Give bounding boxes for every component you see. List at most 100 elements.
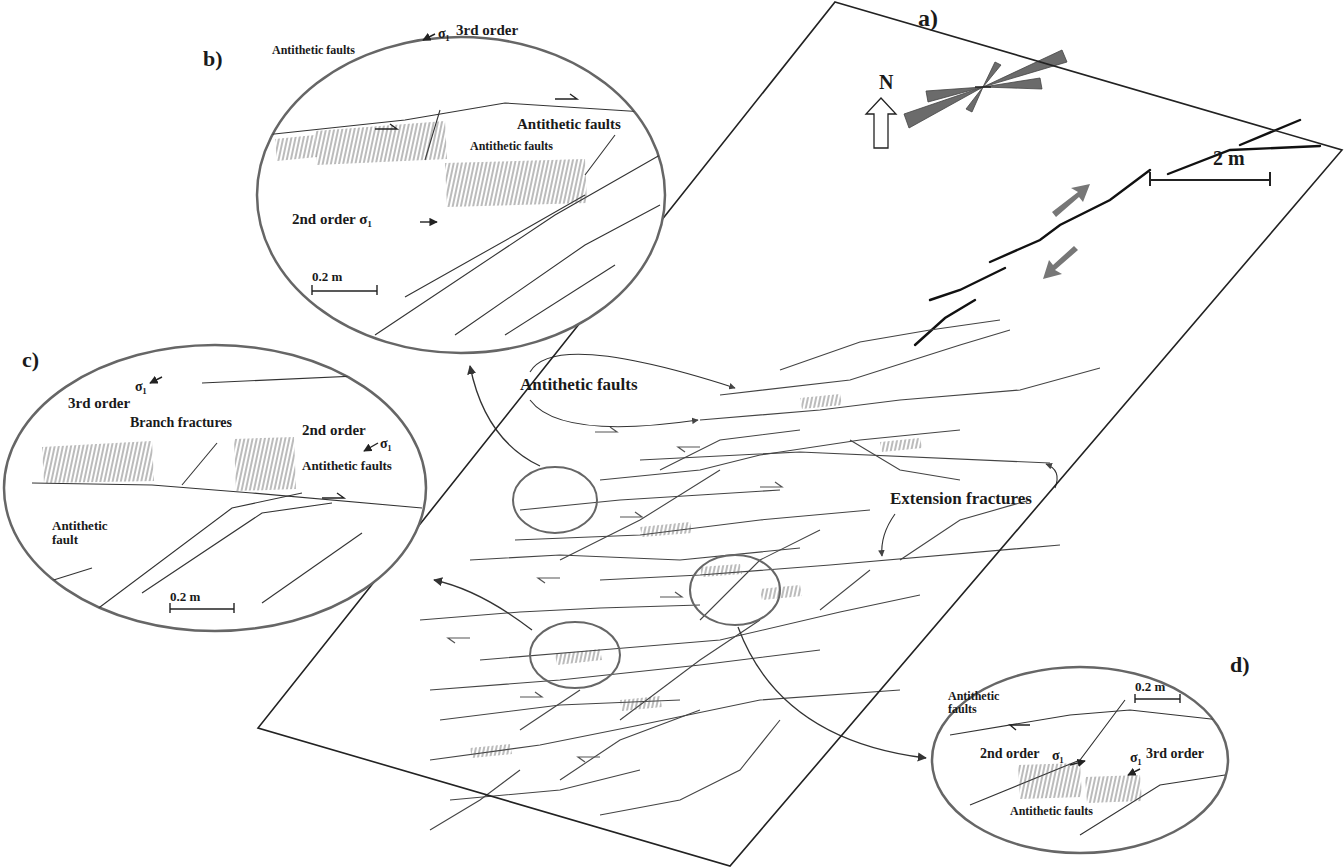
annotation-label: Antithetic faults — [1010, 805, 1093, 818]
fault-drawing — [530, 400, 698, 427]
fault-drawing — [470, 744, 512, 758]
fault-drawing — [311, 285, 312, 295]
fault-drawing — [950, 700, 1225, 835]
fault-drawing — [578, 757, 600, 762]
annotation-label: a) — [918, 6, 938, 31]
fault-drawing — [315, 121, 447, 165]
fault-drawing — [480, 595, 920, 660]
fault-drawing — [312, 34, 577, 295]
fault-drawing — [312, 290, 377, 291]
fault-drawing — [560, 470, 720, 560]
fault-drawing — [538, 578, 560, 583]
fault-drawing — [258, 2, 1342, 866]
fault-drawing — [42, 441, 154, 483]
annotation-label: 3rd order — [456, 23, 518, 39]
annotation-label: 2nd order σ₁ — [292, 212, 372, 228]
fault-drawing — [265, 103, 660, 135]
annotation-label: σ₁ — [1052, 749, 1064, 764]
fault-drawing — [1043, 246, 1078, 279]
fault-drawing — [92, 493, 302, 613]
fault-drawing — [448, 638, 470, 643]
fault-drawing — [520, 690, 580, 730]
fault-drawing — [880, 438, 922, 452]
fault-drawing — [1080, 775, 1225, 835]
fault-drawing — [760, 482, 782, 487]
fault-drawing — [866, 98, 896, 148]
annotation-label: Antithetic faults — [948, 690, 1018, 715]
fault-drawing — [513, 467, 597, 533]
fault-drawing — [966, 87, 983, 112]
fault-drawing — [1240, 120, 1300, 145]
fault-drawing — [1179, 694, 1180, 703]
fault-drawing — [1010, 725, 1030, 730]
fault-drawing — [1070, 761, 1085, 765]
fault-drawing — [513, 467, 780, 688]
fault-drawing — [234, 437, 296, 491]
fault-drawing — [930, 268, 1005, 300]
fault-drawing — [738, 627, 926, 758]
fault-drawing — [660, 592, 682, 597]
fault-drawing — [1135, 698, 1180, 699]
fault-drawing — [434, 366, 926, 758]
fault-drawing — [600, 720, 780, 815]
annotation-label: Antithetic faults — [272, 44, 355, 57]
annotation-label: Antithetic faults — [470, 140, 553, 153]
fault-drawing — [983, 62, 1001, 87]
fault-drawing — [800, 394, 842, 409]
fault-drawing — [12, 373, 422, 613]
fault-drawing — [690, 555, 780, 625]
annotation-label: 2 m — [1213, 148, 1245, 169]
fault-drawing — [640, 452, 1050, 463]
fault-drawing — [882, 514, 895, 556]
fault-drawing — [515, 510, 870, 540]
fault-drawing — [640, 522, 692, 537]
fault-drawing — [660, 430, 800, 470]
panel-letter: b) — [203, 47, 223, 70]
fault-drawing — [560, 710, 700, 780]
fault-drawing — [275, 135, 317, 161]
fault-drawing — [600, 430, 960, 480]
fault-drawing — [470, 394, 922, 758]
fault-drawing — [520, 692, 542, 697]
enlargement-d: d)Antithetic faults0.2 m2nd orderσ₁σ₁3rd… — [930, 665, 1230, 855]
annotation-label: Branch fractures — [130, 416, 232, 431]
panel-letter: d) — [1230, 653, 1250, 676]
annotation-label: 2nd order — [980, 747, 1040, 762]
fault-drawing — [1010, 694, 1180, 775]
fault-drawing — [420, 221, 437, 222]
annotation-label: 3rd order — [68, 396, 130, 412]
fault-drawing — [990, 170, 1150, 262]
fault-drawing — [1150, 179, 1270, 181]
fault-drawing — [620, 512, 642, 517]
fault-drawing — [700, 368, 1100, 420]
fault-drawing — [255, 35, 667, 355]
fault-drawing — [170, 608, 234, 609]
fault-drawing — [445, 159, 587, 207]
fault-drawing — [434, 580, 532, 630]
fault-drawing — [700, 564, 742, 577]
enlargement-b: b)Antithetic faultsσ₁3rd orderAntithetic… — [255, 35, 667, 355]
fault-drawing — [376, 285, 377, 295]
fault-drawing — [975, 86, 991, 88]
fault-drawing — [375, 155, 660, 335]
fault-drawing — [322, 493, 344, 498]
fault-drawing — [1018, 763, 1082, 799]
fault-drawing — [423, 34, 435, 40]
annotation-label: σ₁ — [1130, 751, 1142, 766]
fault-drawing — [420, 605, 700, 620]
fault-drawing — [182, 443, 217, 485]
fault-drawing — [1128, 769, 1140, 775]
fault-drawing — [585, 135, 615, 175]
annotation-label: Extension fractures — [890, 490, 1032, 508]
fault-drawing — [1018, 763, 1142, 803]
fault-drawing — [820, 570, 870, 610]
fault-drawing — [262, 533, 362, 603]
fault-drawing — [1134, 694, 1135, 703]
fault-drawing — [430, 650, 820, 690]
fault-drawing — [915, 120, 1320, 345]
fault-drawing — [520, 490, 780, 510]
fault-drawing — [12, 568, 92, 593]
fault-drawing — [678, 447, 700, 452]
fault-drawing — [450, 770, 640, 800]
